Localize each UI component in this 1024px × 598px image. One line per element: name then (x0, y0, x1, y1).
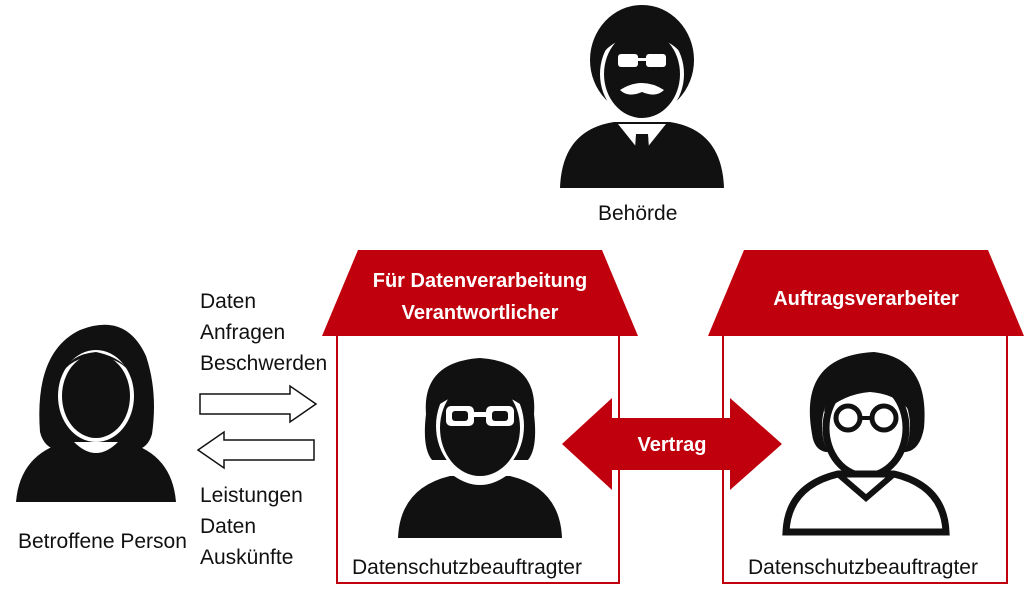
controller-roof (322, 250, 638, 336)
outgoing-item-requests: Anfragen (200, 321, 286, 344)
left-arrow-outline-icon (196, 430, 315, 470)
authority-label: Behörde (598, 202, 678, 225)
outgoing-item-complaints: Beschwerden (200, 352, 328, 375)
person-icon (16, 324, 176, 502)
right-arrow-outline-icon (199, 384, 318, 424)
contract-label: Vertrag (637, 434, 707, 456)
official-with-mustache-icon (560, 5, 724, 188)
controller-roof-line-1: Für Datenverarbeitung (372, 270, 588, 292)
processor-roof (708, 250, 1024, 336)
incoming-item-data: Daten (200, 515, 257, 538)
officer-with-glasses-icon (398, 358, 562, 538)
controller-roof-line-2: Verantwortlicher (401, 302, 559, 324)
processor-roof-title: Auftragsverarbeiter (773, 288, 959, 310)
controller-officer-label: Datenschutzbeauftragter (352, 556, 582, 579)
processor-officer-label: Datenschutzbeauftragter (748, 556, 978, 579)
contract-double-arrow (562, 398, 782, 490)
processor-house (722, 336, 1008, 584)
data-subject-label: Betroffene Person (18, 530, 187, 553)
incoming-item-services: Leistungen (200, 484, 303, 507)
incoming-item-information: Auskünfte (200, 546, 294, 569)
outgoing-item-data: Daten (200, 290, 257, 313)
officer-with-round-glasses-icon (782, 352, 950, 536)
